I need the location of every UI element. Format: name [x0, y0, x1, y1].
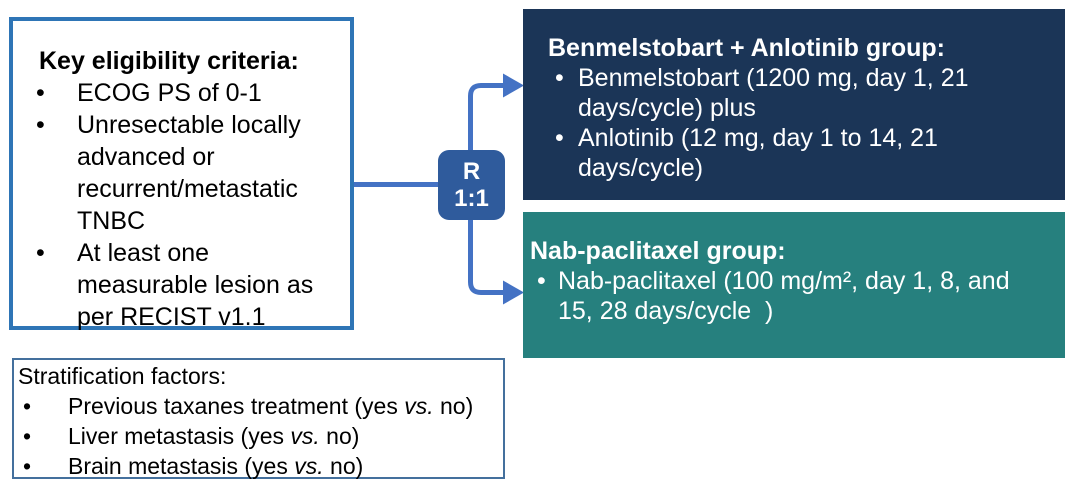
- randomization-ratio: 1:1: [454, 185, 489, 212]
- bullet-icon: •: [36, 239, 45, 267]
- text-before: Brain metastasis (yes: [68, 453, 295, 479]
- group-item: • Benmelstobart (1200 mg, day 1, 21 days…: [555, 63, 1047, 123]
- text-before: Previous taxanes treatment (yes: [68, 393, 405, 419]
- group-title: Nab-paclitaxel group:: [530, 237, 786, 265]
- group-item: • Anlotinib (12 mg, day 1 to 14, 21 days…: [555, 123, 1047, 183]
- bullet-icon: •: [555, 64, 564, 92]
- bullet-icon: •: [555, 124, 564, 152]
- stratification-item-text: Previous taxanes treatment (yes vs. no): [68, 391, 473, 421]
- text-before: Liver metastasis (yes: [68, 423, 291, 449]
- group-benmelstobart-anlotinib-box: Benmelstobart + Anlotinib group: • Benme…: [523, 9, 1065, 200]
- vs-italic: vs.: [404, 393, 434, 419]
- group-item-text: Nab-paclitaxel (100 mg/m², day 1, 8, and…: [558, 267, 1017, 325]
- bullet-icon: •: [36, 79, 45, 107]
- group-title: Benmelstobart + Anlotinib group:: [548, 34, 945, 62]
- eligibility-criteria-box: Key eligibility criteria: • ECOG PS of 0…: [9, 17, 354, 333]
- randomization-letter: R: [462, 158, 481, 185]
- group-item: • Nab-paclitaxel (100 mg/m², day 1, 8, a…: [537, 266, 1051, 326]
- text-after: no): [433, 393, 474, 419]
- text-after: no): [323, 453, 364, 479]
- bullet-icon: •: [537, 267, 546, 295]
- stratification-item: • Liver metastasis (yes vs. no): [23, 421, 501, 451]
- bullet-icon: •: [36, 111, 45, 139]
- text-after: no): [319, 423, 360, 449]
- arrowhead-bottom-icon: [503, 280, 524, 305]
- eligibility-title: Key eligibility criteria:: [39, 47, 299, 75]
- bullet-icon: •: [23, 393, 32, 419]
- eligibility-item-text: Unresectable locally advanced or recurre…: [77, 111, 308, 235]
- vs-italic: vs.: [290, 423, 320, 449]
- eligibility-item-text: ECOG PS of 0-1: [77, 79, 262, 107]
- group-item-text: Benmelstobart (1200 mg, day 1, 21 days/c…: [578, 64, 976, 122]
- group-item-text: Anlotinib (12 mg, day 1 to 14, 21 days/c…: [578, 124, 945, 182]
- bullet-icon: •: [23, 453, 32, 479]
- connector-line-bottom: [468, 216, 505, 295]
- randomization-node: R 1:1: [438, 150, 505, 220]
- bullet-icon: •: [23, 423, 32, 449]
- vs-italic: vs.: [294, 453, 324, 479]
- stratification-title: Stratification factors:: [18, 363, 227, 389]
- arrowhead-top-icon: [503, 73, 524, 98]
- stratification-factors-box: Stratification factors: • Previous taxan…: [12, 358, 505, 479]
- stratification-item: • Brain metastasis (yes vs. no): [23, 451, 501, 481]
- stratification-item-text: Liver metastasis (yes vs. no): [68, 421, 359, 451]
- eligibility-item: • Unresectable locally advanced or recur…: [36, 109, 344, 237]
- group-nab-paclitaxel-box: Nab-paclitaxel group: • Nab-paclitaxel (…: [523, 212, 1065, 358]
- eligibility-item: • At least one measurable lesion as per …: [36, 237, 344, 333]
- eligibility-item: • ECOG PS of 0-1: [36, 77, 344, 109]
- connector-line-top: [468, 83, 505, 154]
- stratification-item: • Previous taxanes treatment (yes vs. no…: [23, 391, 501, 421]
- eligibility-item-text: At least one measurable lesion as per RE…: [77, 239, 321, 331]
- stratification-item-text: Brain metastasis (yes vs. no): [68, 451, 363, 481]
